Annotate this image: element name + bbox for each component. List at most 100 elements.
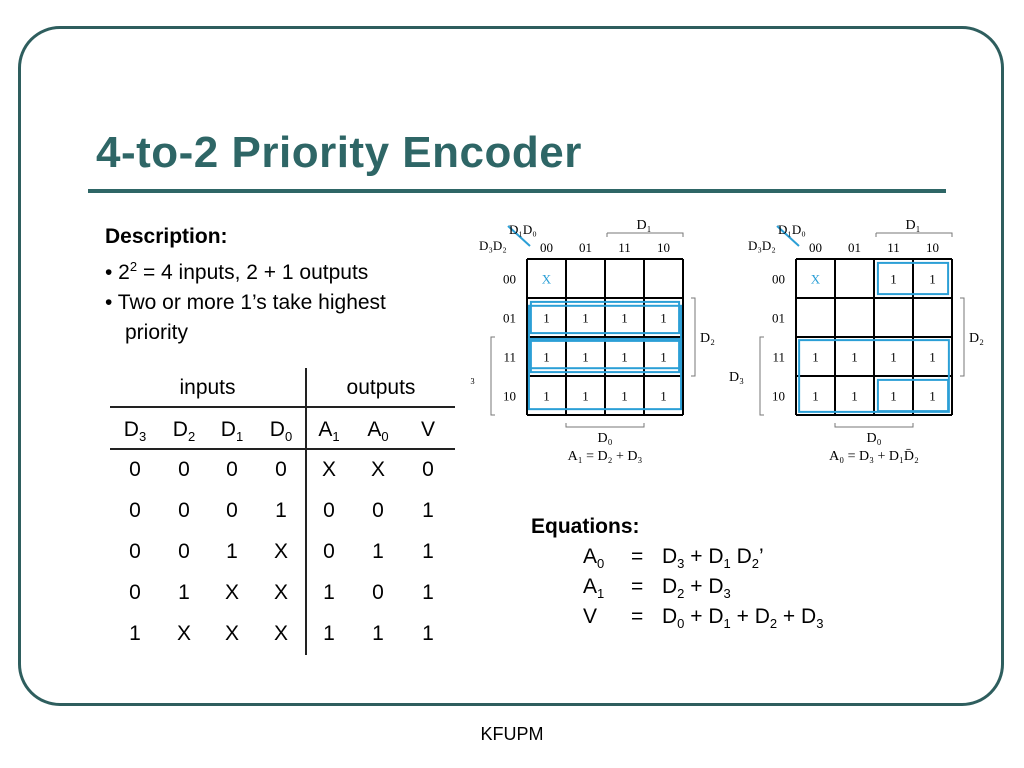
- truth-table-cell: X: [273, 581, 288, 604]
- kmap-col-var-label: D₁: [637, 218, 652, 233]
- kmap-group-outline: [529, 300, 681, 335]
- kmap-group-outline: [798, 339, 950, 413]
- kmap-row-var-left-label: D₃: [470, 370, 475, 385]
- truth-table-cell: 1: [422, 540, 434, 563]
- truth-table-cell: 0: [323, 540, 335, 563]
- truth-table-cell: 1: [372, 622, 384, 645]
- kmap-row-code: 10: [503, 389, 516, 404]
- bullet1-pre: • 2: [105, 261, 130, 284]
- kmap-bottom-bracket: [565, 423, 645, 428]
- kmap-bottom-var-label: D₀: [867, 431, 882, 446]
- kmap-cell-value: 1: [660, 311, 667, 326]
- truth-table-cell: 0: [372, 499, 384, 522]
- kmap-cell-value: 1: [851, 389, 858, 404]
- kmap-cell-value: 1: [621, 389, 628, 404]
- kmap-row-code: 01: [772, 311, 785, 326]
- kmap-group-outline: [876, 261, 950, 296]
- kmap-col-var-label: D₁: [906, 218, 921, 233]
- equation-equals: =: [631, 545, 644, 568]
- description-bullet-priority: • Two or more 1’s take highest: [105, 291, 386, 314]
- description-bullet-priority-cont: priority: [125, 321, 189, 344]
- kmap-group-outline: [527, 304, 683, 370]
- equation-rhs: D2 + D3: [662, 575, 731, 602]
- description-bullet-inputs: • 22 = 4 inputs, 2 + 1 outputs: [105, 252, 386, 288]
- kmap-row-var-left-label: D₃: [729, 370, 744, 385]
- kmap-cell-value: 1: [621, 350, 628, 365]
- kmap-bottom-bracket: [834, 423, 914, 428]
- kmap-cell-value: 1: [890, 272, 897, 287]
- truth-table-cell: X: [321, 458, 336, 481]
- kmap-cell-value: 1: [543, 350, 550, 365]
- equation-rhs: D0 + D1 + D2 + D3: [662, 605, 824, 632]
- kmap-row-code: 01: [503, 311, 516, 326]
- truth-table-cell: 0: [129, 499, 141, 522]
- kmap-cell-value: 1: [851, 350, 858, 365]
- kmap-corner-diagonal: [507, 225, 531, 247]
- kmap-col-code: 00: [809, 240, 822, 255]
- truth-table-cell: X: [224, 581, 239, 604]
- kmap-cell-value: 1: [660, 389, 667, 404]
- truth-table-cell: 0: [129, 540, 141, 563]
- equation-lhs: A0: [583, 545, 605, 572]
- truth-table-cell: 1: [422, 581, 434, 604]
- kmap-cell-value: 1: [929, 350, 936, 365]
- kmap-cell-value: 1: [890, 350, 897, 365]
- kmap-group-outline: [529, 339, 681, 374]
- truth-table-cell: 0: [178, 540, 190, 563]
- truth-table-cell: 0: [129, 581, 141, 604]
- column-header: A0: [367, 418, 389, 445]
- equation-row: A1 = D2 + D3: [531, 572, 731, 602]
- kmap-col-code: 01: [579, 240, 592, 255]
- truth-table-cell: 1: [422, 499, 434, 522]
- slide-footer: KFUPM: [480, 724, 544, 744]
- kmap-right-bracket: [691, 297, 696, 377]
- truth-table-cell: 1: [422, 622, 434, 645]
- kmap-col-code: 11: [618, 240, 631, 255]
- kmap-cell-value: 1: [812, 350, 819, 365]
- kmap-cell-value: 1: [929, 389, 936, 404]
- kmap-row-code: 00: [503, 272, 516, 287]
- kmap-cell-value: 1: [543, 389, 550, 404]
- kmap-cell-value: 1: [621, 311, 628, 326]
- truth-table-cell: 1: [129, 622, 141, 645]
- truth-table-cell: 1: [226, 540, 238, 563]
- equation-lhs: A1: [583, 575, 605, 602]
- kmap-top-bracket: [606, 232, 684, 237]
- kmap-row-code: 00: [772, 272, 785, 287]
- kmap-col-code: 10: [926, 240, 939, 255]
- truth-table-cell: X: [176, 622, 191, 645]
- kmap-row-var-right-label: D₂: [969, 331, 984, 346]
- kmap-cell-value: 1: [812, 389, 819, 404]
- equation-equals: =: [631, 575, 644, 598]
- truth-table-cell: X: [273, 540, 288, 563]
- kmap-cell-value: 1: [890, 389, 897, 404]
- truth-table-cell: 0: [275, 458, 287, 481]
- kmap-equation: A₁ = D₂ + D₃: [568, 449, 643, 464]
- kmap-corner-top-label: D₁D₀: [778, 222, 806, 237]
- truth-table-cell: 0: [323, 499, 335, 522]
- kmap-row-var-right-label: D₂: [700, 331, 715, 346]
- truth-table-cell: 0: [372, 581, 384, 604]
- kmap-col-code: 10: [657, 240, 670, 255]
- kmap-right-bracket: [960, 297, 965, 377]
- truth-table-header-rule: [110, 406, 455, 408]
- equation-row: V=D0 + D1 + D2 + D3: [531, 602, 823, 632]
- inputs-header: inputs: [179, 376, 236, 399]
- description-heading: Description:: [105, 225, 228, 248]
- truth-table-cell: 0: [178, 458, 190, 481]
- column-header: A1: [318, 418, 340, 445]
- truth-table-cell: 0: [178, 499, 190, 522]
- title-underline: [88, 189, 946, 193]
- equation-rhs: D3 + D1 D2’: [662, 545, 764, 572]
- slide-frame: [18, 26, 1004, 706]
- kmap-left-bracket: [759, 336, 764, 416]
- equation-equals: =: [631, 605, 644, 628]
- kmap-col-code: 00: [540, 240, 553, 255]
- bullet1-post: = 4 inputs, 2 + 1 outputs: [137, 261, 369, 284]
- description-block: Description: • 22 = 4 inputs, 2 + 1 outp…: [105, 222, 386, 348]
- kmap-row-code: 10: [772, 389, 785, 404]
- kmap-cell-value: 1: [543, 311, 550, 326]
- truth-table-cell: X: [370, 458, 385, 481]
